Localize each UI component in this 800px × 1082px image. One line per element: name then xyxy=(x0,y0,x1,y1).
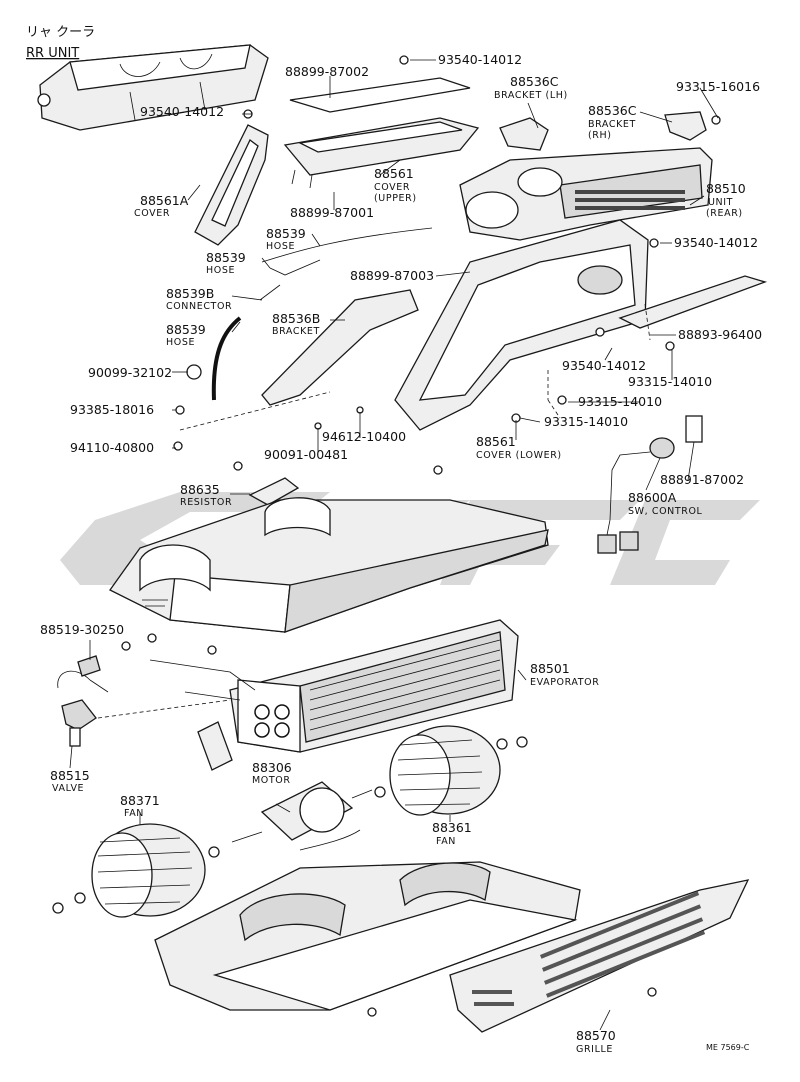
label-93540-14012-b: 93540-14012 xyxy=(140,104,224,119)
resistor-88635 xyxy=(248,477,300,506)
labels: リャ クーラ RR UNIT 93540-14012 88899-87002 8… xyxy=(26,25,762,1055)
label-88510-desc2: (REAR) xyxy=(706,208,743,219)
label-88561-upper-desc: COVER xyxy=(374,182,410,193)
label-88536c-rh: 88536C xyxy=(588,103,637,118)
label-88570: 88570 xyxy=(576,1028,616,1043)
label-88561a-desc: COVER xyxy=(134,208,170,219)
leader-lines xyxy=(69,59,719,1031)
label-88536c-rh-desc2: (RH) xyxy=(588,130,612,141)
label-93315-14010-a: 93315-14010 xyxy=(628,374,712,389)
label-88536c-lh-desc: BRACKET (LH) xyxy=(494,90,568,101)
lower-cover-88561 xyxy=(394,219,649,431)
label-93540-14012-c: 93540-14012 xyxy=(674,235,758,250)
clip-88519-30250 xyxy=(77,655,109,693)
label-88561a: 88561A xyxy=(140,193,189,208)
label-93385-18016: 93385-18016 xyxy=(70,402,154,417)
label-88536b-desc: BRACKET xyxy=(272,326,320,337)
label-88501-desc: EVAPORATOR xyxy=(530,677,599,688)
bracket-lh-88536c xyxy=(499,117,549,151)
bracket-rh-88536c xyxy=(664,111,707,141)
label-88536c-lh: 88536C xyxy=(510,74,559,89)
label-88536b: 88536B xyxy=(272,311,320,326)
label-88515-desc: VALVE xyxy=(52,783,84,794)
hoses xyxy=(211,227,433,401)
label-88539-c: 88539 xyxy=(166,322,206,337)
label-90099-32102: 90099-32102 xyxy=(88,365,172,380)
nuts-washers xyxy=(52,633,657,1017)
fan-88371 xyxy=(91,823,206,918)
label-88561-lower: 88561 xyxy=(476,434,516,449)
label-88899-87002: 88899-87002 xyxy=(285,64,369,79)
upper-cover-88561 xyxy=(283,117,480,189)
grille-88570 xyxy=(449,879,750,1033)
label-88536c-rh-desc: BRACKET xyxy=(588,119,636,130)
label-93540-14012-a: 93540-14012 xyxy=(438,52,522,67)
label-88371: 88371 xyxy=(120,793,160,808)
label-90091-00481: 90091-00481 xyxy=(264,447,348,462)
unit-rear-88510 xyxy=(459,147,713,241)
valve-88515 xyxy=(57,670,231,747)
label-88510: 88510 xyxy=(706,181,746,196)
label-88361-desc: FAN xyxy=(436,836,456,847)
label-88306: 88306 xyxy=(252,760,292,775)
label-88515: 88515 xyxy=(50,768,90,783)
dashed-leader-top xyxy=(179,303,651,431)
footer-ref: ME 7569-C xyxy=(706,1043,750,1052)
pad-bracket xyxy=(197,721,233,771)
label-88635: 88635 xyxy=(180,482,220,497)
grille-slots xyxy=(539,891,706,998)
label-88893-96400: 88893-96400 xyxy=(678,327,762,342)
label-93540-14012-d: 93540-14012 xyxy=(562,358,646,373)
label-88635-desc: RESISTOR xyxy=(180,497,232,508)
label-88899-87001: 88899-87001 xyxy=(290,205,374,220)
label-88539-a: 88539 xyxy=(266,226,306,241)
evaporator-88501 xyxy=(149,619,519,753)
header-unit: RR UNIT xyxy=(26,46,79,61)
bracket-88536b xyxy=(261,289,419,406)
label-88539-a-desc: HOSE xyxy=(266,241,295,252)
cover-88561a xyxy=(194,124,269,246)
label-94110-40800: 94110-40800 xyxy=(70,440,154,455)
label-88600a-desc: SW, CONTROL xyxy=(628,506,703,517)
strip-88893-96400 xyxy=(618,275,768,329)
label-93315-14010-b: 93315-14010 xyxy=(578,394,662,409)
seal-88899-87002 xyxy=(289,77,471,113)
label-88561-lower-desc: COVER (LOWER) xyxy=(476,450,562,461)
lower-housing xyxy=(154,861,581,1011)
label-88539-b-desc: HOSE xyxy=(206,265,235,276)
label-88891-87002: 88891-87002 xyxy=(660,472,744,487)
label-88371-desc: FAN xyxy=(124,808,144,819)
label-94612-10400: 94612-10400 xyxy=(322,429,406,444)
label-88561-upper-desc2: (UPPER) xyxy=(374,193,417,204)
motor-88306 xyxy=(231,781,373,851)
fan-88361 xyxy=(389,725,501,816)
label-88539-c-desc: HOSE xyxy=(166,337,195,348)
label-88899-87003: 88899-87003 xyxy=(350,268,434,283)
label-88510-desc: UNIT xyxy=(708,197,733,208)
upper-housing xyxy=(109,497,549,633)
control-switch-88600a xyxy=(597,415,703,554)
label-88519-30250: 88519-30250 xyxy=(40,622,124,637)
label-88570-desc: GRILLE xyxy=(576,1044,613,1055)
label-88539-b: 88539 xyxy=(206,250,246,265)
label-88501: 88501 xyxy=(530,661,570,676)
label-88561-upper: 88561 xyxy=(374,166,414,181)
label-88306-desc: MOTOR xyxy=(252,775,291,786)
label-88539b: 88539B xyxy=(166,286,214,301)
header-japanese: リャ クーラ xyxy=(26,25,95,40)
label-93315-14010-c: 93315-14010 xyxy=(544,414,628,429)
label-93315-16016: 93315-16016 xyxy=(676,79,760,94)
label-88539b-desc: CONNECTOR xyxy=(166,301,232,312)
rr-unit-overview xyxy=(37,44,269,131)
label-88361: 88361 xyxy=(432,820,472,835)
label-88600a: 88600A xyxy=(628,490,677,505)
